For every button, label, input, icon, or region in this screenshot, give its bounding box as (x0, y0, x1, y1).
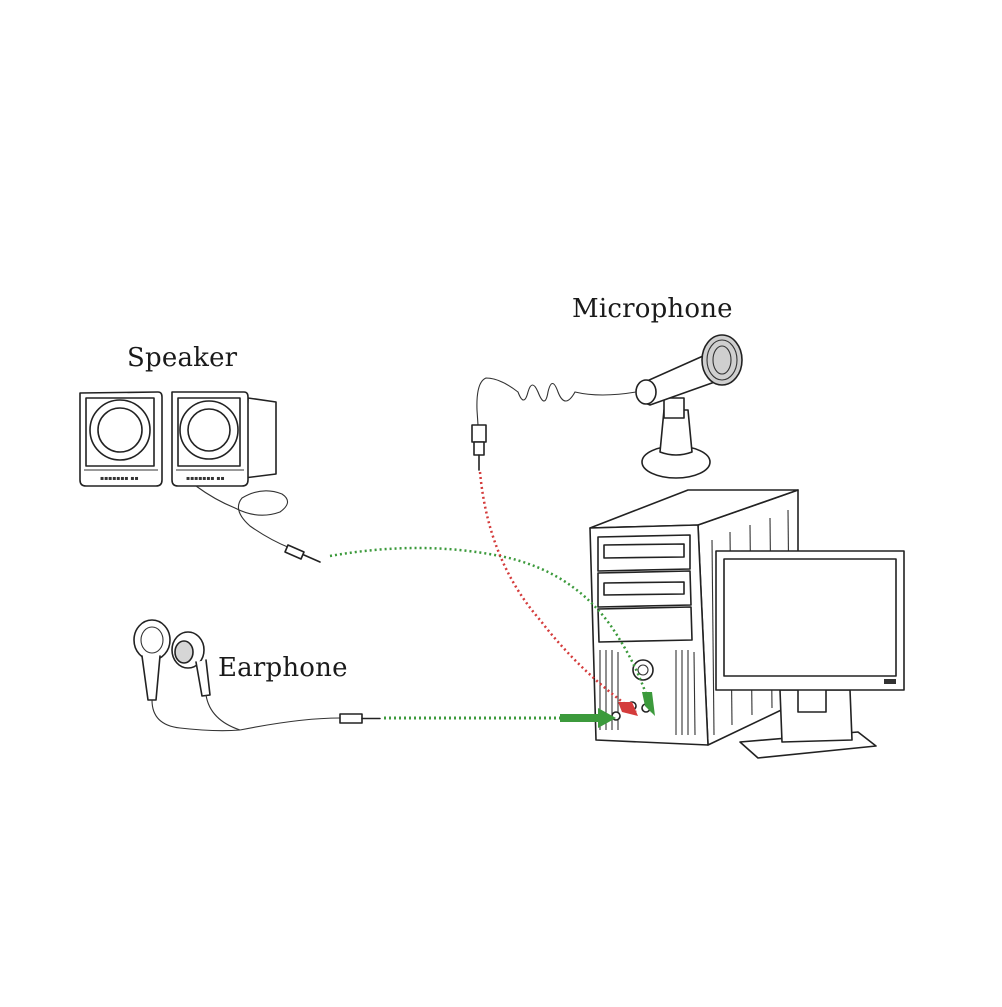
speaker-cable-path (329, 546, 654, 713)
speaker-arrow (642, 692, 655, 716)
microphone-illustration (471, 334, 743, 479)
earphone-arrow (560, 708, 616, 728)
earphone-illustration (133, 619, 381, 732)
speaker-brand-mark-2: ▪▪▪▪▪▪▪ ▪▪ (186, 475, 225, 482)
microphone-cable-path (478, 471, 637, 714)
earphone-label: Earphone (218, 653, 348, 683)
speaker-label: Speaker (127, 343, 238, 373)
monitor-illustration (715, 550, 905, 759)
cable-paths (329, 471, 655, 728)
microphone-label: Microphone (572, 294, 733, 324)
speaker-brand-mark: ▪▪▪▪▪▪▪ ▪▪ (100, 475, 139, 482)
speaker-illustration: ▪▪▪▪▪▪▪ ▪▪ ▪▪▪▪▪▪▪ ▪▪ (79, 391, 321, 563)
microphone-arrow (618, 702, 638, 716)
